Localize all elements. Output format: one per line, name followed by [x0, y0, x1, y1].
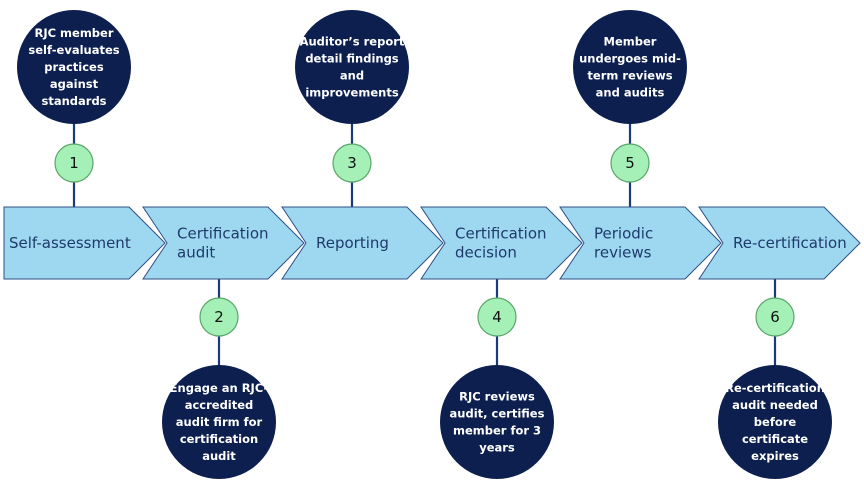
description-circle — [295, 10, 409, 124]
chevron-label: Re-certification — [733, 234, 847, 252]
description-text: before — [754, 415, 797, 429]
description-text: improvements — [305, 86, 398, 100]
description-text: audit, certifies — [450, 407, 545, 421]
step-number-circle — [332, 143, 372, 183]
chevron-step-3: Reporting — [281, 206, 444, 280]
step-number: 3 — [347, 154, 357, 172]
step-number-circle — [477, 297, 517, 337]
chevron-label: reviews — [594, 244, 652, 262]
description-text: practices — [44, 60, 104, 74]
step-number: 5 — [625, 154, 635, 172]
description-text: RJC member — [34, 26, 113, 40]
chevron-label: Self-assessment — [9, 234, 131, 252]
chevron-shape — [142, 206, 305, 280]
step-number-circle — [199, 297, 239, 337]
description-text: against — [50, 77, 99, 91]
chevron-label: decision — [455, 244, 517, 262]
step-marker-6: Re-certification audit needed before certif… — [718, 297, 832, 479]
description-circle — [17, 10, 131, 124]
description-text: RJC reviews — [459, 390, 535, 404]
description-text: member for 3 — [453, 424, 541, 438]
step-marker-2: Engage an RJC-accredited audit firm for ce… — [162, 297, 276, 479]
step-number: 6 — [770, 308, 780, 326]
chevron-label: Reporting — [316, 234, 389, 252]
description-circle — [162, 365, 276, 479]
chevron-shape — [3, 206, 166, 280]
chevron-step-6: Re-certification — [698, 206, 861, 280]
description-text: standards — [41, 94, 106, 108]
chevron-shape — [281, 206, 444, 280]
description-text: Re-certification — [725, 381, 825, 395]
description-text: audit — [202, 449, 236, 463]
step-marker-1: RJC member self-evaluates practices against… — [17, 10, 131, 183]
description-text: certificate — [742, 432, 808, 446]
description-text: and — [340, 69, 364, 83]
chevron-label: audit — [177, 244, 215, 262]
chevron-shape — [420, 206, 583, 280]
step-number-circle — [755, 297, 795, 337]
description-circle — [718, 365, 832, 479]
description-circle — [440, 365, 554, 479]
description-text: term reviews — [587, 69, 672, 83]
chevron-shape — [559, 206, 722, 280]
step-number-circle — [610, 143, 650, 183]
chevron-label: Certification — [455, 225, 547, 243]
description-text: years — [479, 441, 515, 455]
description-text: audit firm for — [176, 415, 263, 429]
chevron-label: Certification — [177, 225, 269, 243]
step-number: 1 — [69, 154, 79, 172]
description-text: certification — [180, 432, 258, 446]
step-marker-5: Member undergoes mid-term reviews and audi… — [573, 10, 687, 183]
description-text: Engage an RJC- — [170, 381, 269, 395]
description-text: and audits — [596, 86, 665, 100]
chevron-label: Periodic — [594, 225, 653, 243]
description-circle — [573, 10, 687, 124]
step-number: 4 — [492, 308, 502, 326]
description-text: undergoes mid- — [579, 52, 681, 66]
description-text: expires — [751, 449, 799, 463]
chevrons-layer: Self-assessmentCertificationauditReporti… — [3, 206, 861, 280]
description-text: Auditor’s report — [300, 35, 405, 49]
step-number: 2 — [214, 308, 224, 326]
step-marker-3: Auditor’s report detail findings and improv… — [295, 10, 409, 183]
description-text: detail findings — [305, 52, 398, 66]
markers-layer: RJC member self-evaluates practices against… — [17, 10, 832, 479]
step-number-circle — [54, 143, 94, 183]
step-marker-4: RJC reviews audit, certifies member for 3 y… — [440, 297, 554, 479]
chevron-shape — [698, 206, 861, 280]
chevron-step-1: Self-assessment — [3, 206, 166, 280]
description-text: Member — [604, 35, 657, 49]
description-text: audit needed — [732, 398, 818, 412]
description-text: accredited — [185, 398, 254, 412]
description-text: self-evaluates — [28, 43, 119, 57]
